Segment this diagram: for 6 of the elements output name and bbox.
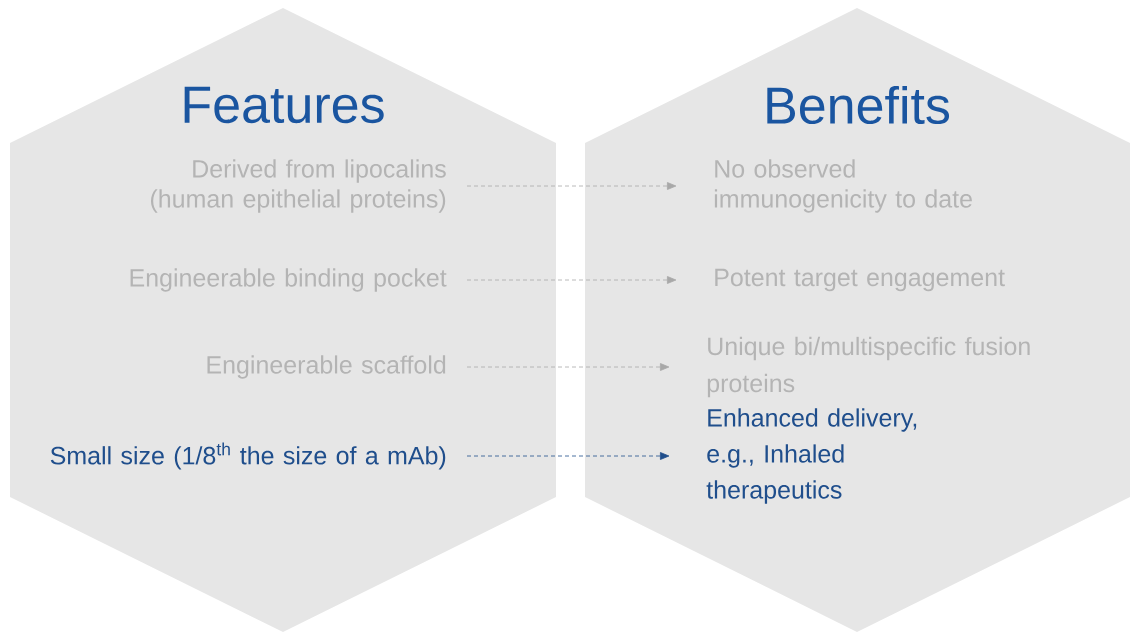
- arrow: [466, 276, 677, 284]
- arrow: [466, 452, 670, 460]
- item-text: Small size (1/8$^{th}$ the size of a mAb): [50, 442, 446, 470]
- arrow: [466, 182, 677, 190]
- arrow: [466, 363, 670, 371]
- item-text: Enhanced delivery, e.g., Inhaled therapeutics: [706, 408, 917, 504]
